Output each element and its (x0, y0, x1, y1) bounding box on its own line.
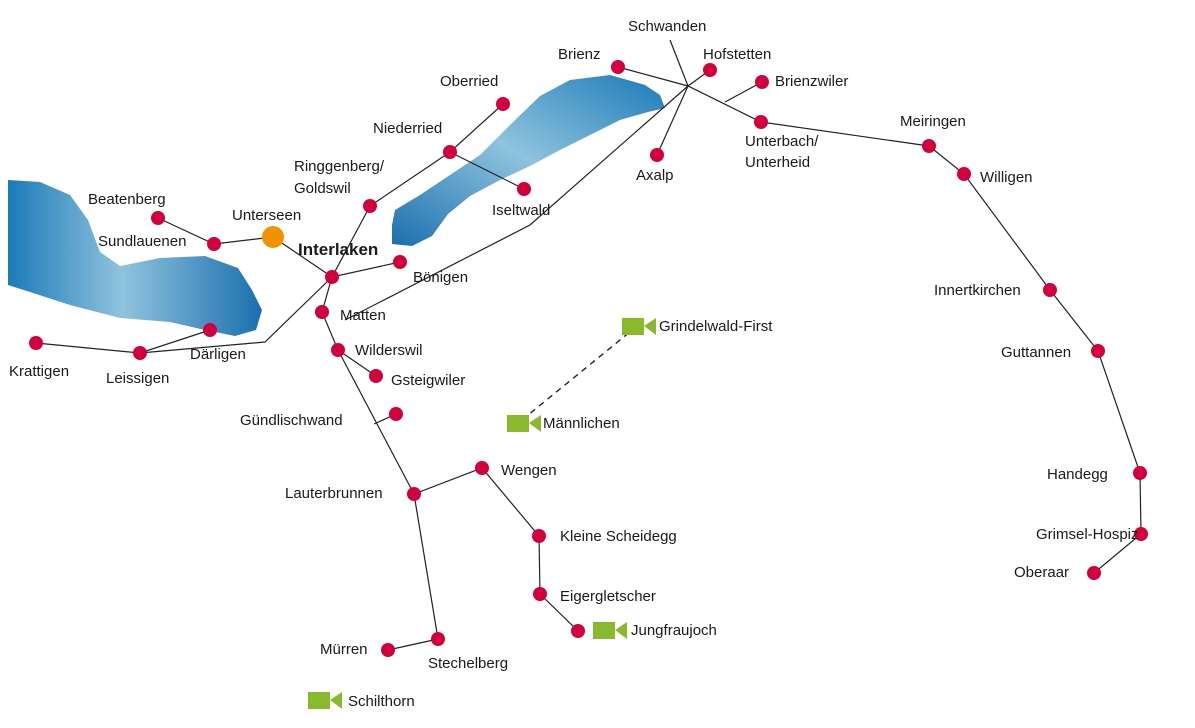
label-wilderswil: Wilderswil (355, 342, 423, 359)
label-unterheid: Unterheid (745, 154, 810, 171)
label-oberried: Oberried (440, 73, 498, 90)
label-brienz: Brienz (558, 46, 601, 63)
label-wengen: Wengen (501, 462, 557, 479)
stop-muerren (381, 643, 395, 657)
stop-oberaar (1087, 566, 1101, 580)
label-boenigen: Bönigen (413, 269, 468, 286)
video-camera-icon (308, 692, 342, 709)
stop-oberried (496, 97, 510, 111)
stop-eigergletscher (533, 587, 547, 601)
label-gsteigwiler: Gsteigwiler (391, 372, 465, 389)
label-schwanden: Schwanden (628, 18, 706, 35)
label-niederried: Niederried (373, 120, 442, 137)
stop-wengen (475, 461, 489, 475)
label-willigen: Willigen (980, 169, 1033, 186)
stop-unterseen-hub (262, 226, 284, 248)
stop-boenigen (393, 255, 407, 269)
label-lauterbrunnen: Lauterbrunnen (285, 485, 383, 502)
stops (29, 60, 1148, 657)
label-meiringen: Meiringen (900, 113, 966, 130)
label-guttannen: Guttannen (1001, 344, 1071, 361)
video-camera-icon (622, 318, 656, 335)
label-leissigen: Leissigen (106, 370, 169, 387)
label-unterbach: Unterbach/ (745, 133, 819, 150)
stop-wilderswil (331, 343, 345, 357)
label-axalp: Axalp (636, 167, 674, 184)
label-handegg: Handegg (1047, 466, 1108, 483)
stop-leissigen (133, 346, 147, 360)
stop-niederried (443, 145, 457, 159)
label-iseltwald: Iseltwald (492, 202, 550, 219)
stop-iseltwald (517, 182, 531, 196)
stop-stechelberg (431, 632, 445, 646)
stop-jungfraujoch (571, 624, 585, 638)
stop-lauterbrunnen (407, 487, 421, 501)
stop-axalp (650, 148, 664, 162)
label-interlaken: Interlaken (298, 240, 378, 259)
route-lines (35, 39, 1142, 651)
stop-guendlischwand (389, 407, 403, 421)
stop-sundlauenen (207, 237, 221, 251)
video-camera-icon (507, 415, 541, 432)
stop-meiringen (922, 139, 936, 153)
label-eigergletscher: Eigergletscher (560, 588, 656, 605)
lake-thun (8, 180, 262, 336)
stop-handegg (1133, 466, 1147, 480)
label-innertkirchen: Innertkirchen (934, 282, 1021, 299)
label-matten: Matten (340, 307, 386, 324)
video-camera-icon (593, 622, 627, 639)
stop-willigen (957, 167, 971, 181)
label-unterseen: Unterseen (232, 207, 301, 224)
label-guendlischwand: Gündlischwand (240, 412, 343, 429)
label-stechelberg: Stechelberg (428, 655, 508, 672)
stop-gsteigwiler (369, 369, 383, 383)
stop-ringgenberg (363, 199, 377, 213)
stop-guttannen (1091, 344, 1105, 358)
label-krattigen: Krattigen (9, 363, 69, 380)
cableway-line (521, 326, 637, 421)
stop-brienz (611, 60, 625, 74)
label-muerren: Mürren (320, 641, 368, 658)
stop-innertkirchen (1043, 283, 1057, 297)
stop-beatenberg (151, 211, 165, 225)
label-maennlichen: Männlichen (543, 415, 620, 432)
lake-brienz (392, 75, 665, 246)
label-goldswil: Goldswil (294, 180, 351, 197)
place-labels: Schwanden Brienz Hofstetten Brienzwiler … (9, 18, 1139, 710)
label-beatenberg: Beatenberg (88, 191, 166, 208)
label-ringgenberg: Ringgenberg/ (294, 158, 385, 175)
label-oberaar: Oberaar (1014, 564, 1069, 581)
stop-daerligen (203, 323, 217, 337)
label-grimsel-hospiz: Grimsel-Hospiz (1036, 526, 1139, 543)
stop-brienzwiler (755, 75, 769, 89)
stop-krattigen (29, 336, 43, 350)
stop-kleine-scheidegg (532, 529, 546, 543)
label-jungfraujoch: Jungfraujoch (631, 622, 717, 639)
stop-unterbach (754, 115, 768, 129)
label-hofstetten: Hofstetten (703, 46, 771, 63)
label-kleine-scheidegg: Kleine Scheidegg (560, 528, 677, 545)
stop-matten (315, 305, 329, 319)
label-grindelwald-first: Grindelwald-First (659, 318, 773, 335)
stop-hofstetten (703, 63, 717, 77)
label-sundlauenen: Sundlauenen (98, 233, 186, 250)
label-schilthorn: Schilthorn (348, 693, 415, 710)
label-daerligen: Därligen (190, 346, 246, 363)
stop-grimsel-hospiz (1134, 527, 1148, 541)
stop-interlaken (325, 270, 339, 284)
label-brienzwiler: Brienzwiler (775, 73, 848, 90)
